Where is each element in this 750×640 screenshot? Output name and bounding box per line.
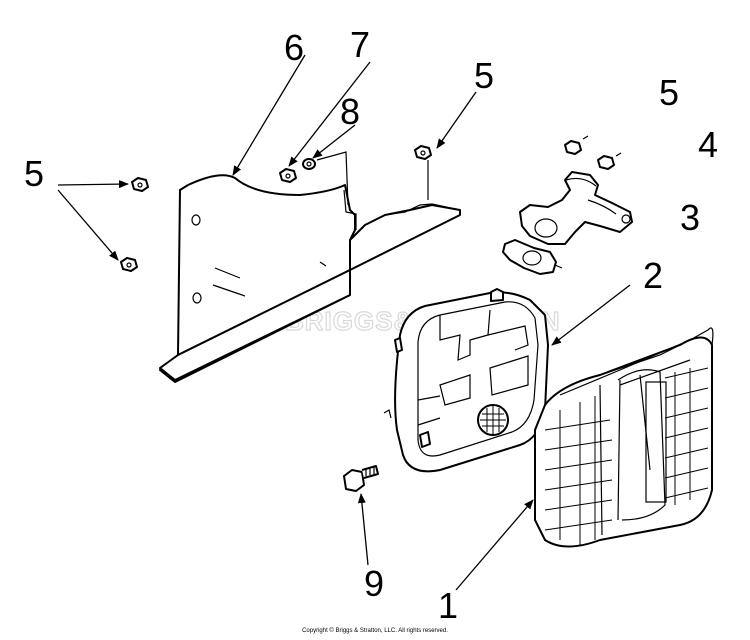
leader-lines [57,54,631,591]
callout-9: 9 [364,563,384,604]
callout-3: 3 [680,197,700,238]
callout-5-left: 5 [24,153,44,194]
washer-part-8 [302,158,316,170]
screw-part-9 [343,465,379,492]
callout-2: 2 [643,255,663,296]
callout-7: 7 [350,24,370,65]
hex-nut-manifold-1 [564,135,589,155]
exhaust-elbow [519,171,633,245]
copyright-notice: Copyright © Briggs & Stratton, LLC. All … [302,628,448,634]
hex-nut-lower-left [120,257,138,272]
hex-nut-shield [414,145,432,200]
exhaust-gasket [502,239,563,275]
muffler-guard [534,327,714,548]
callout-5-right: 5 [659,72,679,113]
callout-8: 8 [340,91,360,132]
callout-4: 4 [698,124,718,165]
callout-1: 1 [438,585,458,626]
muffler [383,288,549,473]
callout-5-center: 5 [474,55,494,96]
deflector-shield [159,174,461,383]
hex-nut-manifold-2 [597,152,622,170]
hex-nut-upper-left [131,177,149,192]
nut-part-7 [279,168,297,183]
callout-6: 6 [284,27,304,68]
